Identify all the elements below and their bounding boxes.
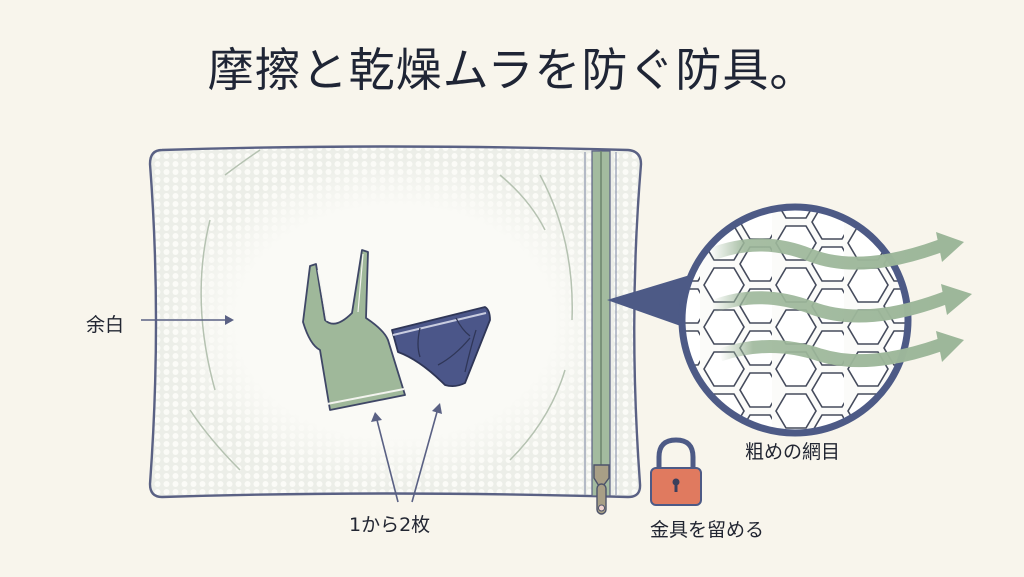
briefs-icon: [391, 306, 491, 388]
mesh-label: 粗めの網目: [745, 441, 841, 463]
zipper-icon: [584, 150, 617, 515]
zipper-label: 金具を留める: [650, 519, 765, 541]
padlock-icon: [650, 437, 702, 506]
margin-label: 余白: [86, 314, 125, 336]
airflow-arrowheads: [936, 232, 972, 362]
count-label: 1から2枚: [349, 514, 431, 536]
callout-pointer-icon: [607, 275, 692, 330]
airflow-arrow-icon: [707, 238, 948, 368]
camisole-icon: [302, 249, 406, 411]
laundry-bag: [148, 145, 643, 499]
page-title: 摩擦と乾燥ムラを防ぐ防具。: [207, 43, 817, 97]
count-arrows-icon: [371, 403, 442, 503]
margin-arrow-icon: [141, 315, 234, 325]
